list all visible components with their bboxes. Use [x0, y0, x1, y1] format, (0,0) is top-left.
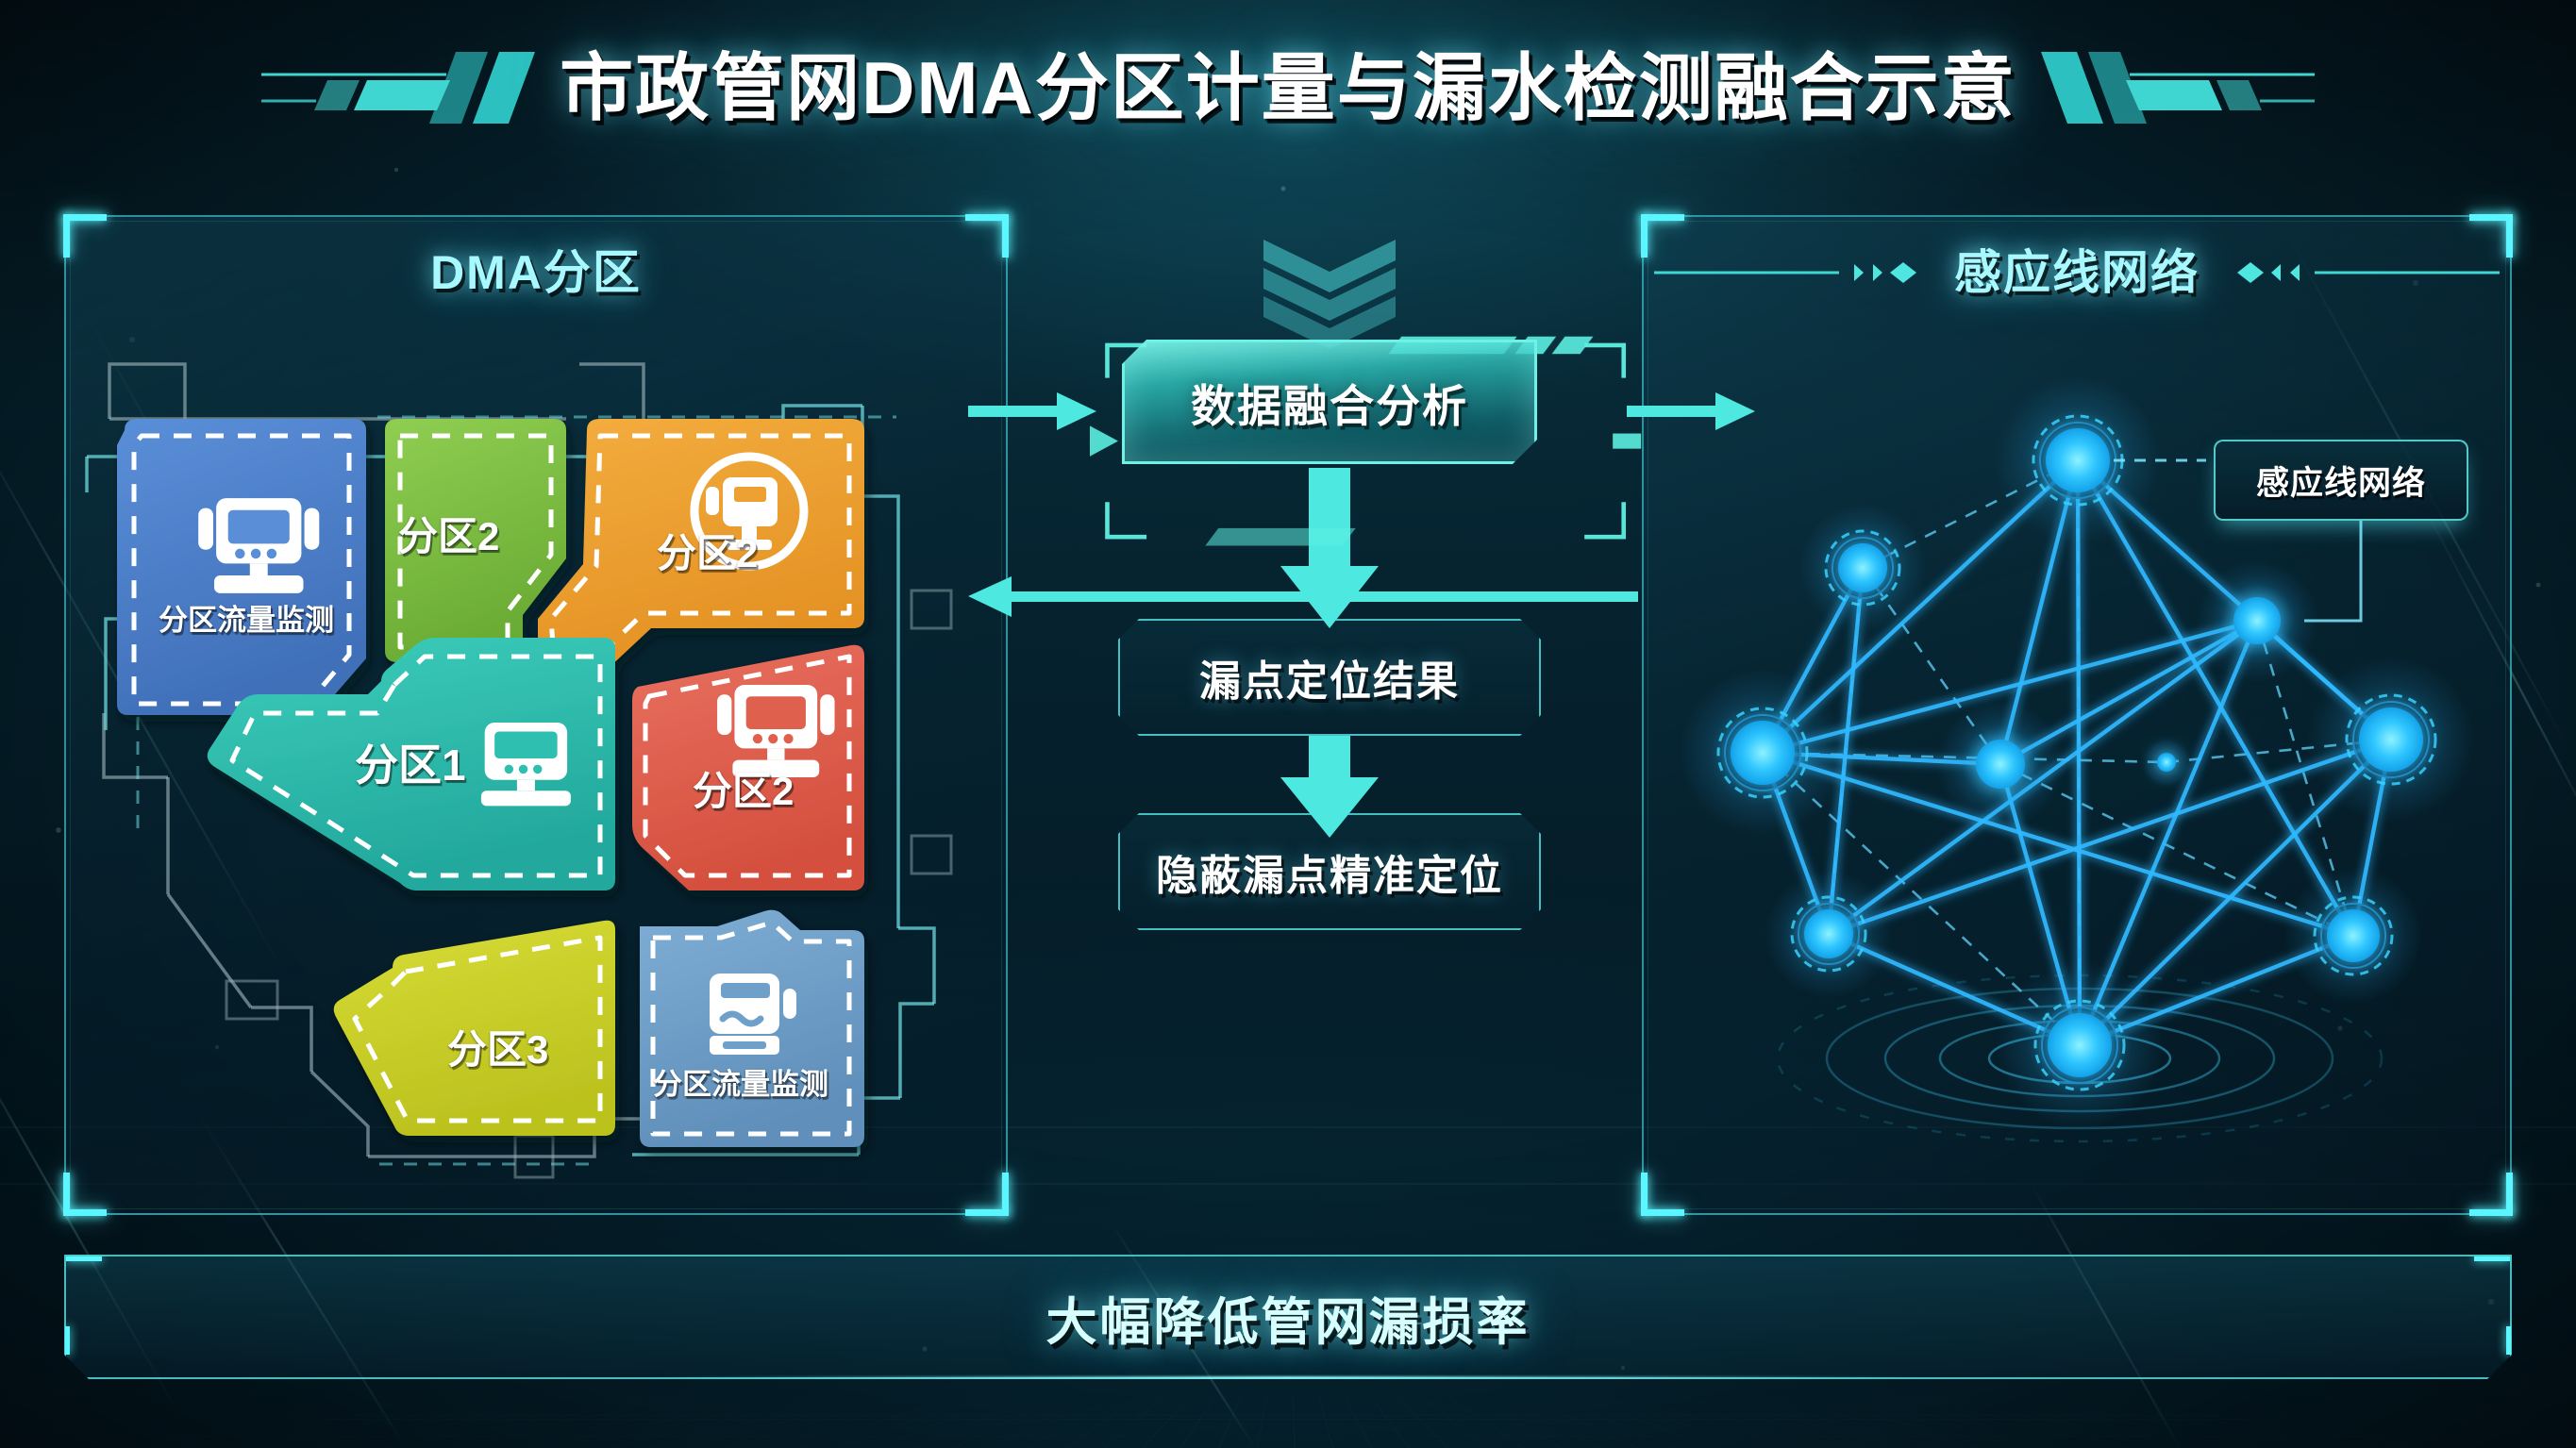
banner-accent-bottom-right	[2506, 1326, 2511, 1355]
network-node[interactable]	[2307, 656, 2475, 824]
outcome-banner-label: 大幅降低管网漏损率	[1045, 1293, 1531, 1351]
network-node[interactable]	[1994, 376, 2162, 544]
flow-gauge-icon	[710, 974, 796, 1055]
network-panel-heading: 感应线网络	[1954, 246, 2200, 299]
chevron-down-icon	[1263, 240, 1396, 349]
network-node[interactable]	[1679, 669, 1847, 837]
title-bar: 市政管网DMA分区计量与漏水检测融合示意	[0, 30, 2576, 145]
flow-sensor-icon	[690, 452, 809, 571]
dma-map-svg	[85, 362, 953, 1179]
heading-decoration-right	[2237, 262, 2500, 283]
network-nodes	[1679, 376, 2475, 1129]
network-link	[1762, 750, 2354, 939]
network-node[interactable]	[2196, 559, 2318, 682]
desktop-meter-icon	[480, 723, 571, 807]
water-meter-terminal-icon	[198, 498, 320, 593]
network-node[interactable]	[1936, 700, 2065, 828]
banner-accent-bottom-left	[65, 1326, 70, 1355]
network-link	[1862, 458, 2079, 570]
network-node[interactable]	[1765, 870, 1893, 998]
pipe-frame-marks	[225, 589, 953, 1179]
data-fusion-analysis-box[interactable]: 数据融合分析	[1090, 336, 1642, 546]
title-decoration-right	[2040, 52, 2315, 124]
network-node[interactable]	[2142, 738, 2191, 787]
network-link	[2076, 458, 2355, 938]
zone-shape-blue-monitor	[117, 419, 366, 720]
dma-zone-map: 分区流量监测 分区2 分区2 分区2 分区1 分区3 分区流量监测	[66, 308, 1010, 1211]
zone-icons	[198, 452, 835, 1055]
zone-shape-teal-1	[207, 638, 615, 890]
network-link	[1828, 737, 2392, 937]
banner-accent-top-left	[66, 1257, 102, 1261]
arrow-down-to-precise	[1280, 736, 1379, 838]
network-link	[1762, 618, 2258, 756]
fusion-box-label: 数据融合分析	[1191, 380, 1468, 431]
banner-accent-top-right	[2474, 1257, 2510, 1261]
leak-location-result-box[interactable]: 漏点定位结果	[1118, 619, 1541, 736]
zone-shapes	[117, 419, 864, 1147]
zone-shape-orange-2	[538, 419, 864, 712]
title-decoration-left	[261, 52, 536, 124]
zone-shape-yellow-3	[333, 920, 615, 1136]
sensor-network-callout-label: 感应线网络	[2255, 464, 2426, 502]
tag-connector	[2114, 458, 2363, 623]
network-node[interactable]	[2284, 867, 2422, 1005]
leak-location-result-label: 漏点定位结果	[1199, 658, 1460, 705]
network-node[interactable]	[1996, 961, 2164, 1129]
arrow-feedback-to-dma	[968, 576, 1638, 617]
sensor-network-callout-tag[interactable]: 感应线网络	[2214, 440, 2468, 521]
heading-decoration-left	[1654, 262, 1916, 283]
water-meter-terminal-icon	[717, 685, 835, 777]
fusion-flow-column: 数据融合分析 漏点定位结果 隐蔽漏点精准定位	[968, 215, 1755, 1215]
dma-zone-panel: DMA分区	[63, 214, 1010, 1216]
page-title: 市政管网DMA分区计量与漏水检测融合示意	[560, 46, 2016, 129]
sensor-network-graph	[1679, 376, 2475, 1143]
zone-shape-green-2	[385, 419, 566, 662]
network-node[interactable]	[1798, 504, 1927, 632]
fusion-box-frame	[1122, 340, 1537, 464]
sensor-network-panel: 感应线网络	[1641, 214, 2513, 1216]
precise-leak-location-label: 隐蔽漏点精准定位	[1156, 853, 1503, 899]
arrow-left-to-fusion	[968, 392, 1096, 430]
outcome-banner: 大幅降低管网漏损率	[64, 1255, 2512, 1379]
arrow-fusion-to-network	[1627, 392, 1755, 430]
dma-panel-heading: DMA分区	[430, 246, 642, 299]
network-link	[1861, 567, 2002, 765]
